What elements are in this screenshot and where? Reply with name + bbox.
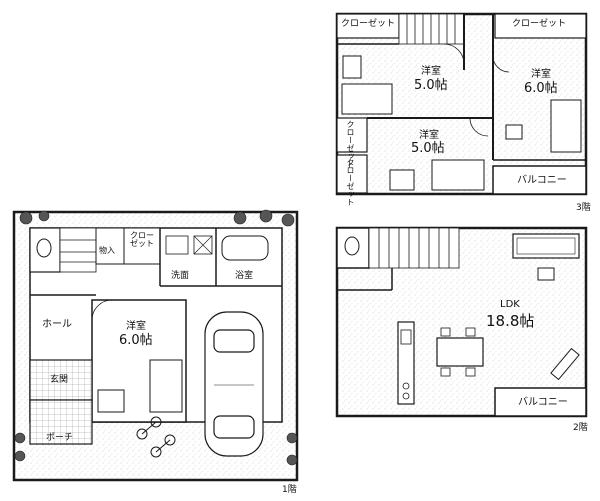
closet-d-label: クローゼット <box>346 158 355 206</box>
bedroom-b-name: 洋室 <box>531 69 551 80</box>
bed-1f <box>149 359 183 413</box>
bedroom-a-size: 5.0帖 <box>414 78 448 93</box>
sofa <box>512 233 580 259</box>
floor-1 <box>12 210 299 482</box>
desks-3f <box>342 55 523 191</box>
closet-a-box <box>336 13 400 39</box>
balcony-3f-label: バルコニー <box>517 175 567 186</box>
porch-label: ポーチ <box>46 433 74 443</box>
floor-3 <box>335 12 588 196</box>
stairs-1f <box>59 227 97 273</box>
bedroom-c-size: 5.0帖 <box>411 141 445 156</box>
table-small <box>537 267 555 281</box>
desk-1f <box>97 389 125 413</box>
floor-2 <box>335 226 588 418</box>
closet-b-label: クローゼット <box>512 19 567 29</box>
closet-b-box <box>494 13 587 39</box>
closet-c-label: クローゼット <box>346 120 355 168</box>
bedroom-a-name: 洋室 <box>421 66 441 77</box>
balcony-2f-box <box>494 387 587 417</box>
closet-d-box <box>336 154 368 194</box>
entrance-label: 玄関 <box>50 375 69 385</box>
bathtub <box>221 235 269 261</box>
car <box>204 311 264 457</box>
ldk-name: LDK <box>500 299 520 310</box>
floor-1-label: 1階 <box>282 485 297 495</box>
bedroom-c-name: 洋室 <box>419 130 439 141</box>
stairs-3f <box>398 13 465 45</box>
closet-c-box <box>336 117 368 153</box>
closet-a-label: クローゼット <box>341 19 396 29</box>
trees <box>14 209 298 466</box>
kitchen-counter <box>397 321 415 405</box>
beds-3f <box>341 83 582 191</box>
stairs-2f <box>368 227 460 269</box>
bedroom-1f-name: 洋室 <box>126 321 146 332</box>
bedroom-1f-size: 6.0帖 <box>119 333 153 348</box>
closet-1f-label: クローゼット <box>130 231 154 248</box>
floor-2-label: 2階 <box>573 423 588 433</box>
bedroom-b-size: 6.0帖 <box>524 81 558 96</box>
bicycles <box>136 416 176 458</box>
floor-3-label: 3階 <box>576 203 591 213</box>
bathroom-label: 浴室 <box>235 271 254 281</box>
washroom-label: 洗面 <box>171 271 190 281</box>
balcony-2f-label: バルコニー <box>518 397 568 408</box>
dining-table <box>436 337 484 367</box>
storage-label: 物入 <box>99 246 115 255</box>
balcony-3f-box <box>492 165 587 195</box>
ldk-size: 18.8帖 <box>486 312 535 330</box>
hall-label: ホール <box>42 319 72 330</box>
